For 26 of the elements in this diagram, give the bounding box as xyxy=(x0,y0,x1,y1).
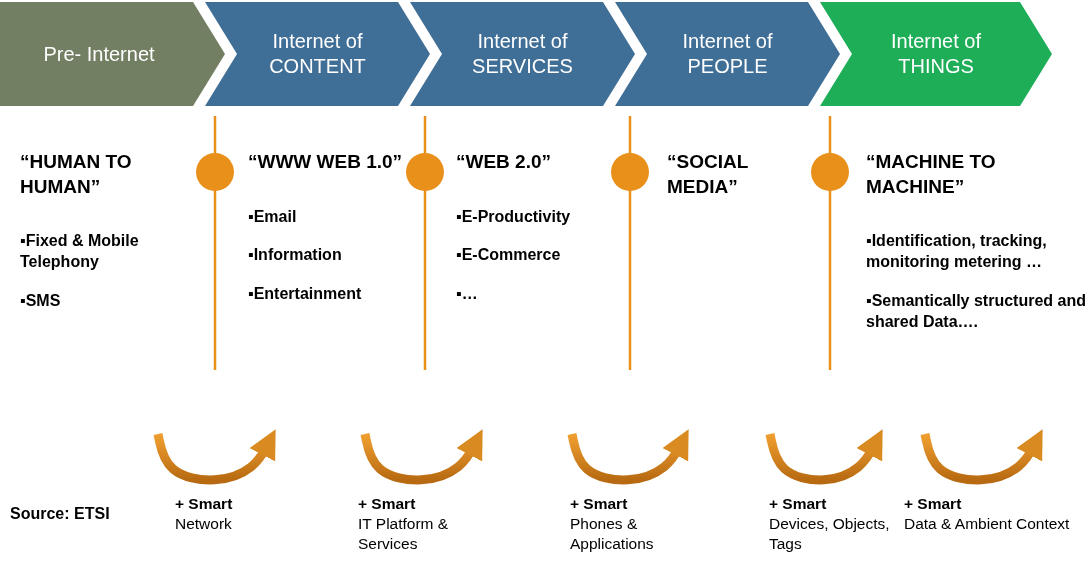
era-heading: “WEB 2.0” xyxy=(456,150,553,174)
era-heading: “MACHINE TO MACHINE” xyxy=(866,150,997,199)
stage-title: Internet of THINGS xyxy=(889,29,983,79)
stage-title: Internet of CONTENT xyxy=(268,29,367,79)
bullet-item: ▪SMS xyxy=(20,290,62,311)
bullet-item: ▪E-Commerce xyxy=(456,245,562,266)
chevron-banner xyxy=(410,2,635,106)
chevron-banner xyxy=(205,2,430,106)
bullet-item: ▪Identification, tracking, monitoring metering … xyxy=(866,231,1048,273)
era-heading: “SOCIAL MEDIA” xyxy=(667,150,749,199)
stage-title: Internet of PEOPLE xyxy=(681,29,774,79)
era-heading: “HUMAN TO HUMAN” xyxy=(20,150,133,199)
chevron-banner xyxy=(615,2,840,106)
bullet-item: ▪Fixed & Mobile Telephony xyxy=(20,231,140,273)
bullet-item: ▪E-Productivity xyxy=(456,206,572,227)
source-note: Source: ETSI xyxy=(10,505,110,523)
bullet-item: ▪Information xyxy=(248,245,343,266)
bullet-item: ▪Email xyxy=(248,206,298,227)
bullet-item: ▪Semantically structured and shared Data…. xyxy=(866,290,1087,332)
bullet-item: ▪… xyxy=(456,284,479,305)
chevron-banner xyxy=(0,2,225,106)
era-heading: “WWW WEB 1.0” xyxy=(248,150,404,174)
stage-title: Internet of SERVICES xyxy=(471,29,574,79)
bullet-item: ▪Entertainment xyxy=(248,284,363,305)
stage-title: Pre- Internet xyxy=(42,41,156,67)
chevron-banner xyxy=(820,2,1052,106)
